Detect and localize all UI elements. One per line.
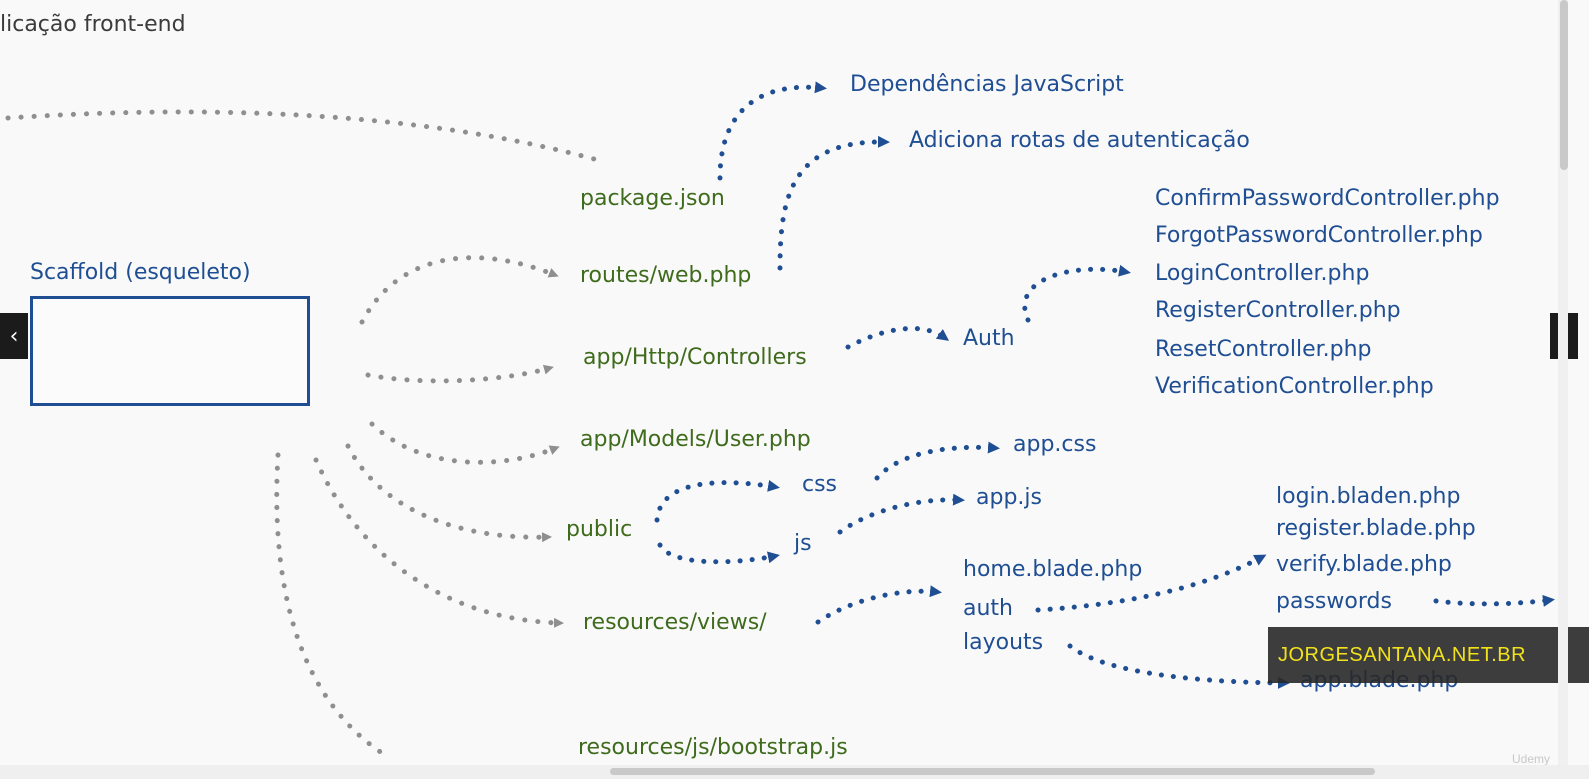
node-dependencias-js: Dependências JavaScript bbox=[850, 72, 1124, 97]
controller-item: RegisterController.php bbox=[1155, 298, 1401, 323]
controller-item: ForgotPasswordController.php bbox=[1155, 223, 1483, 248]
connector-controllers-auth bbox=[845, 325, 950, 350]
connector-public-css bbox=[654, 479, 780, 523]
connector-scaffold-controllers bbox=[365, 364, 554, 384]
node-models-user: app/Models/User.php bbox=[580, 427, 811, 452]
connector-passwords-next bbox=[1433, 594, 1555, 607]
node-package-json: package.json bbox=[580, 186, 725, 211]
vertical-scrollbar[interactable] bbox=[1558, 0, 1568, 779]
auth-view-item: register.blade.php bbox=[1276, 516, 1476, 541]
connector-package-deps bbox=[717, 81, 827, 181]
connector-scaffold-routes bbox=[359, 255, 559, 325]
connector-routes-authroutes bbox=[777, 135, 890, 271]
connector-scaffold-models bbox=[369, 421, 560, 465]
node-public: public bbox=[566, 517, 633, 542]
node-auth: Auth bbox=[963, 326, 1015, 351]
connector-layouts-appblade bbox=[1067, 643, 1290, 689]
node-home-blade: home.blade.php bbox=[963, 557, 1143, 582]
node-app-css: app.css bbox=[1013, 432, 1097, 457]
scaffold-box bbox=[30, 296, 310, 406]
watermark-overlay: JORGESANTANA.NET.BR bbox=[1268, 627, 1589, 683]
node-auth-views: auth bbox=[963, 596, 1013, 621]
node-js: js bbox=[794, 531, 812, 556]
node-bootstrap-js: resources/js/bootstrap.js bbox=[578, 735, 848, 760]
scaffold-label: Scaffold (esqueleto) bbox=[30, 260, 251, 285]
connector-scaffold-bootstrap bbox=[274, 452, 388, 758]
node-routes-web: routes/web.php bbox=[580, 263, 752, 288]
controller-item: ResetController.php bbox=[1155, 337, 1372, 362]
prev-slide-button[interactable]: ‹ bbox=[0, 313, 28, 359]
horizontal-scroll-thumb[interactable] bbox=[610, 768, 1375, 775]
auth-view-item: passwords bbox=[1276, 589, 1392, 614]
controller-item: VerificationController.php bbox=[1155, 374, 1434, 399]
node-http-controllers: app/Http/Controllers bbox=[583, 345, 807, 370]
connector-views-home bbox=[815, 585, 942, 625]
connector-scaffold-views bbox=[313, 457, 564, 628]
connector-title-package bbox=[5, 109, 608, 165]
connector-css-appcss bbox=[874, 441, 1000, 481]
node-layouts: layouts bbox=[963, 630, 1044, 655]
controller-item: ConfirmPasswordController.php bbox=[1155, 186, 1500, 211]
connector-auth-login bbox=[1022, 264, 1131, 323]
node-rotas-autenticacao: Adiciona rotas de autenticação bbox=[909, 128, 1250, 153]
auth-view-item: verify.blade.php bbox=[1276, 552, 1452, 577]
node-css: css bbox=[802, 472, 838, 497]
connector-js-appjs bbox=[837, 493, 965, 535]
node-app-js: app.js bbox=[976, 485, 1042, 510]
node-resources-views: resources/views/ bbox=[583, 610, 767, 635]
connector-auth-authviews bbox=[1035, 554, 1267, 613]
slide-title: licação front-end bbox=[0, 12, 186, 37]
udemy-logo: Udemy bbox=[1512, 752, 1551, 766]
connector-public-js bbox=[657, 542, 780, 565]
auth-view-item: login.bladen.php bbox=[1276, 484, 1461, 509]
controller-item: LoginController.php bbox=[1155, 261, 1370, 286]
vertical-scroll-thumb[interactable] bbox=[1560, 0, 1568, 170]
connector-scaffold-public bbox=[345, 443, 552, 543]
